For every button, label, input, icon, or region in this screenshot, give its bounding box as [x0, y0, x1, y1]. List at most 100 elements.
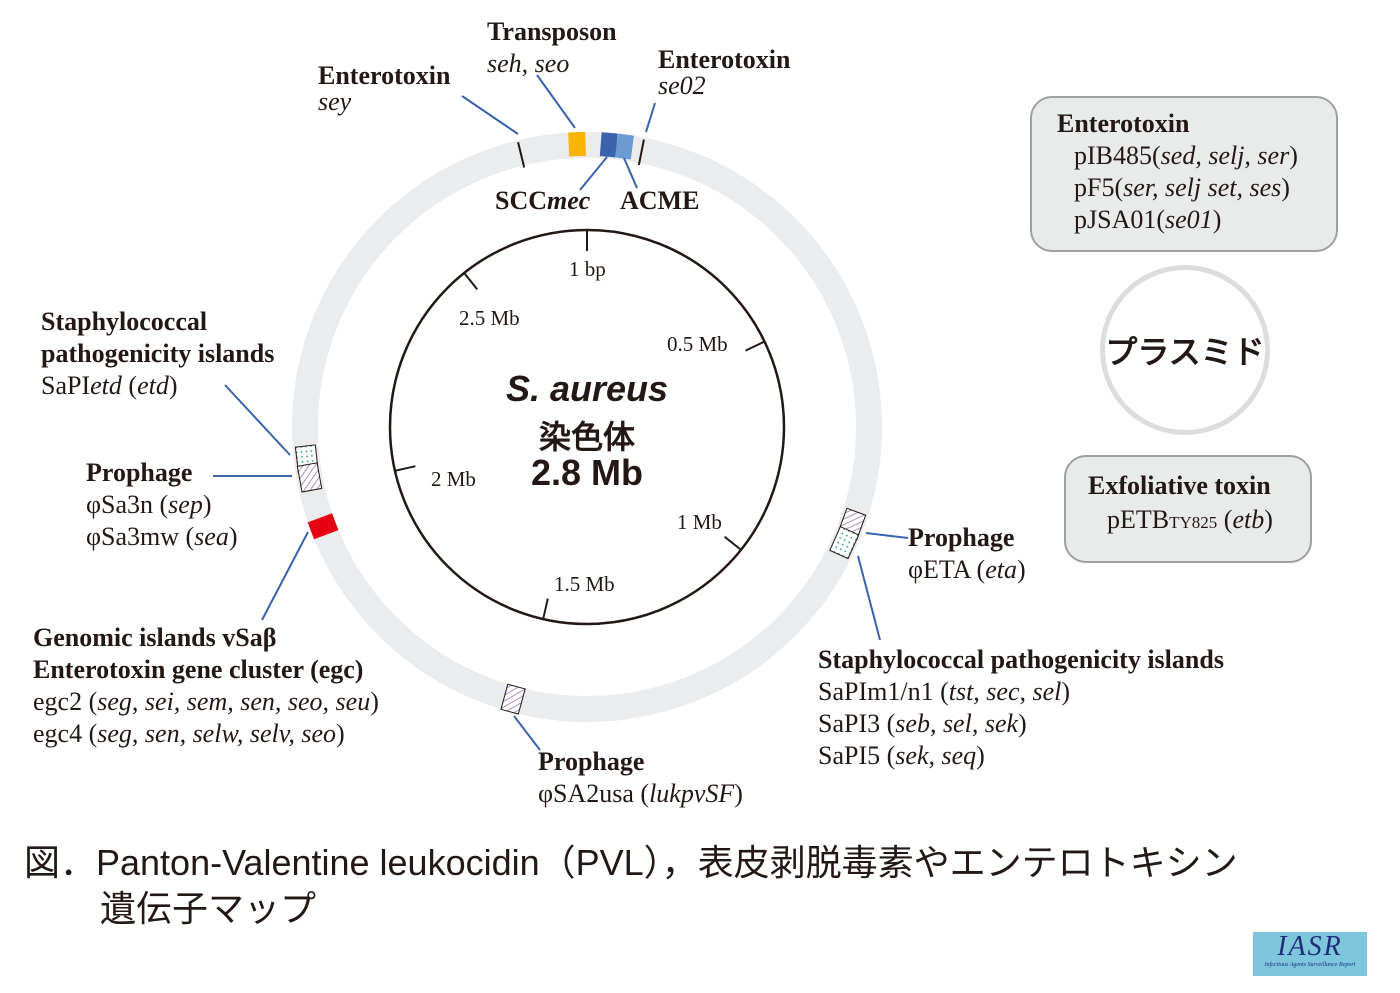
label-text: ): [202, 490, 212, 519]
label-text: ): [1061, 677, 1071, 706]
iasr-logo: IASR Infectious Agents Surveillance Repo…: [1253, 932, 1367, 976]
label-text: seb, sel, sek: [895, 709, 1019, 738]
genome-ring: [292, 132, 882, 722]
label-title: Transposon: [487, 17, 617, 46]
plasmid-exfoliative-box: [1064, 455, 1312, 563]
label-text: SaPIm1/n1 (: [818, 677, 949, 706]
label-text: φSa3mw (: [86, 522, 195, 551]
label-text: ): [734, 779, 743, 808]
species-name: S. aureus: [505, 368, 669, 409]
marker-prophage-pvl: [500, 683, 526, 715]
label-text: ): [976, 741, 985, 770]
label-text: se01: [1165, 205, 1213, 234]
tick-label: 1 bp: [569, 257, 606, 281]
label-genes: seh, seo: [487, 49, 570, 78]
label-title: Enterotoxin: [1057, 109, 1190, 138]
label-text: ): [1018, 709, 1027, 738]
figure-caption: 図．Panton-Valentine leukocidin（PVL），表皮剥脱毒…: [24, 842, 1238, 883]
tick-label: 0.5 Mb: [667, 332, 728, 356]
plasmid-label: プラスミド: [1105, 334, 1265, 370]
label-text: egc2 (: [33, 687, 98, 716]
label-transposon: Transposon seh, seo: [487, 16, 617, 80]
label-title: Prophage: [86, 458, 193, 487]
label-enterotoxin-se02: Enterotoxin se02: [658, 47, 790, 99]
label-text: mec: [547, 186, 591, 215]
label-text: pETB: [1107, 505, 1170, 534]
plasmid-enterotoxin-box: [1030, 96, 1338, 252]
label-text: sed, selj, ser: [1160, 141, 1290, 170]
label-text: etd: [137, 371, 169, 400]
label-text: SaPI: [41, 371, 91, 400]
figure-caption-line2: 遺伝子マップ: [100, 888, 317, 929]
label-prophage-bottom: Prophage φSA2usa (lukpvSF): [538, 746, 743, 810]
plasmid-enterotoxin-list: Enterotoxin pIB485(sed, selj, ser) pF5( s…: [1057, 108, 1298, 236]
label-title: Prophage: [908, 523, 1015, 552]
label-text: pIB485(: [1074, 141, 1161, 170]
label-text: ): [1281, 173, 1290, 202]
label-text: lukpvSF: [649, 779, 735, 808]
label-text: tst, sec, sel: [948, 677, 1062, 706]
label-text: ): [370, 687, 379, 716]
label-text: seg, sen, selw, selv, seo: [97, 719, 337, 748]
label-text: ): [228, 522, 238, 551]
tick-label: 2 Mb: [431, 467, 476, 491]
label-text: ): [336, 719, 345, 748]
label-title: Enterotoxin: [318, 61, 451, 90]
label-prophage-left: Prophage φSa3n (sep) φSa3mw (sea): [86, 457, 238, 553]
marker-sey: [517, 141, 526, 168]
label-text: φSa3n (: [86, 490, 169, 519]
marker-transposon: [568, 131, 587, 157]
label-acme: ACME: [620, 186, 700, 215]
logo-subtitle: Infectious Agents Surveillance Report: [1264, 962, 1356, 968]
label-title: Exfoliative toxin: [1088, 471, 1271, 500]
tick-mark: [745, 340, 765, 352]
tick-mark: [394, 465, 416, 472]
label-sapi-right: Staphylococcal pathogenicity islands SaP…: [818, 644, 1224, 772]
leader-lines: [213, 74, 909, 751]
label-text: ): [1289, 141, 1298, 170]
label-text: pJSA01(: [1074, 205, 1166, 234]
label-title: Prophage: [538, 747, 645, 776]
label-text: ): [1016, 555, 1026, 584]
label-text: sek, seq: [895, 741, 977, 770]
tick-label: 1 Mb: [677, 510, 722, 534]
label-prophage-right: Prophage φETA (eta): [908, 522, 1026, 586]
tick-mark: [463, 272, 479, 291]
tick-label: 1.5 Mb: [554, 572, 615, 596]
label-text: SCC: [495, 186, 548, 215]
label-title: Staphylococcal: [41, 307, 208, 336]
label-text: seg, sei, sem, sen, seo, seu: [97, 687, 371, 716]
label-sapi-left: Staphylococcal pathogenicity islands SaP…: [41, 306, 274, 402]
label-text: sep: [168, 490, 203, 519]
marker-acme: [614, 133, 634, 160]
label-subscript: TY825: [1169, 513, 1218, 532]
label-text: pF5(: [1074, 173, 1124, 202]
genome-size: 2.8 Mb: [530, 452, 644, 493]
label-sccmec: SCCmec: [495, 185, 590, 217]
label-text: (: [121, 371, 138, 400]
logo-text: IASR: [1277, 931, 1343, 962]
plasmid-circle: プラスミド: [1100, 265, 1270, 435]
label-text: φSA2usa (: [538, 779, 650, 808]
label-text: ): [1212, 205, 1222, 234]
label-text: SaPI5 (: [818, 741, 896, 770]
label-enterotoxin-sey: Enterotoxin sey: [318, 63, 450, 115]
label-title: pathogenicity islands: [41, 339, 275, 368]
label-text: sea: [194, 522, 229, 551]
marker-sccmec: [599, 132, 618, 158]
label-text: φETA (: [908, 555, 986, 584]
label-text: etd: [90, 371, 122, 400]
label-genes: sey: [318, 87, 352, 116]
plasmid-exfoliative-list: Exfoliative toxin pETBTY825 (etb): [1088, 469, 1273, 540]
label-text: eta: [985, 555, 1017, 584]
label-genes: se02: [658, 71, 706, 100]
label-genomic-islands: Genomic islands vSaβ Enterotoxin gene cl…: [33, 622, 379, 750]
label-text: (: [1217, 505, 1233, 534]
label-title: Enterotoxin: [658, 45, 791, 74]
label-text: egc4 (: [33, 719, 98, 748]
label-title: Enterotoxin gene cluster (egc): [33, 655, 364, 684]
label-text: etb: [1232, 505, 1265, 534]
label-text: ): [1264, 505, 1273, 534]
